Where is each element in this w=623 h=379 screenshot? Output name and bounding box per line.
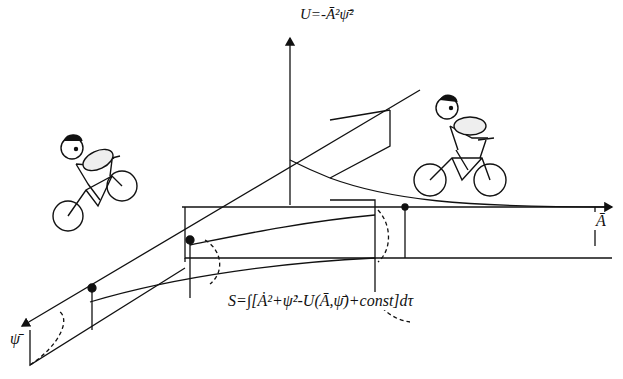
u-axis [289,38,290,205]
psi-axis [22,90,420,326]
axis-label: Ā [594,212,608,230]
surface-edge [375,257,612,258]
cyclist [414,95,506,196]
action-formula: S=∫[Ȧ²+ψ̇²-U(Ā,ψ̄)+const]dτ [226,292,415,310]
potential-formula: U=-Ā²ψ̄² [298,6,355,23]
surface-curve [290,160,612,207]
axis-label: ψ̄ [8,330,22,348]
surface-edge [185,200,375,258]
surface-edge [30,268,185,365]
cyclist [53,135,137,231]
